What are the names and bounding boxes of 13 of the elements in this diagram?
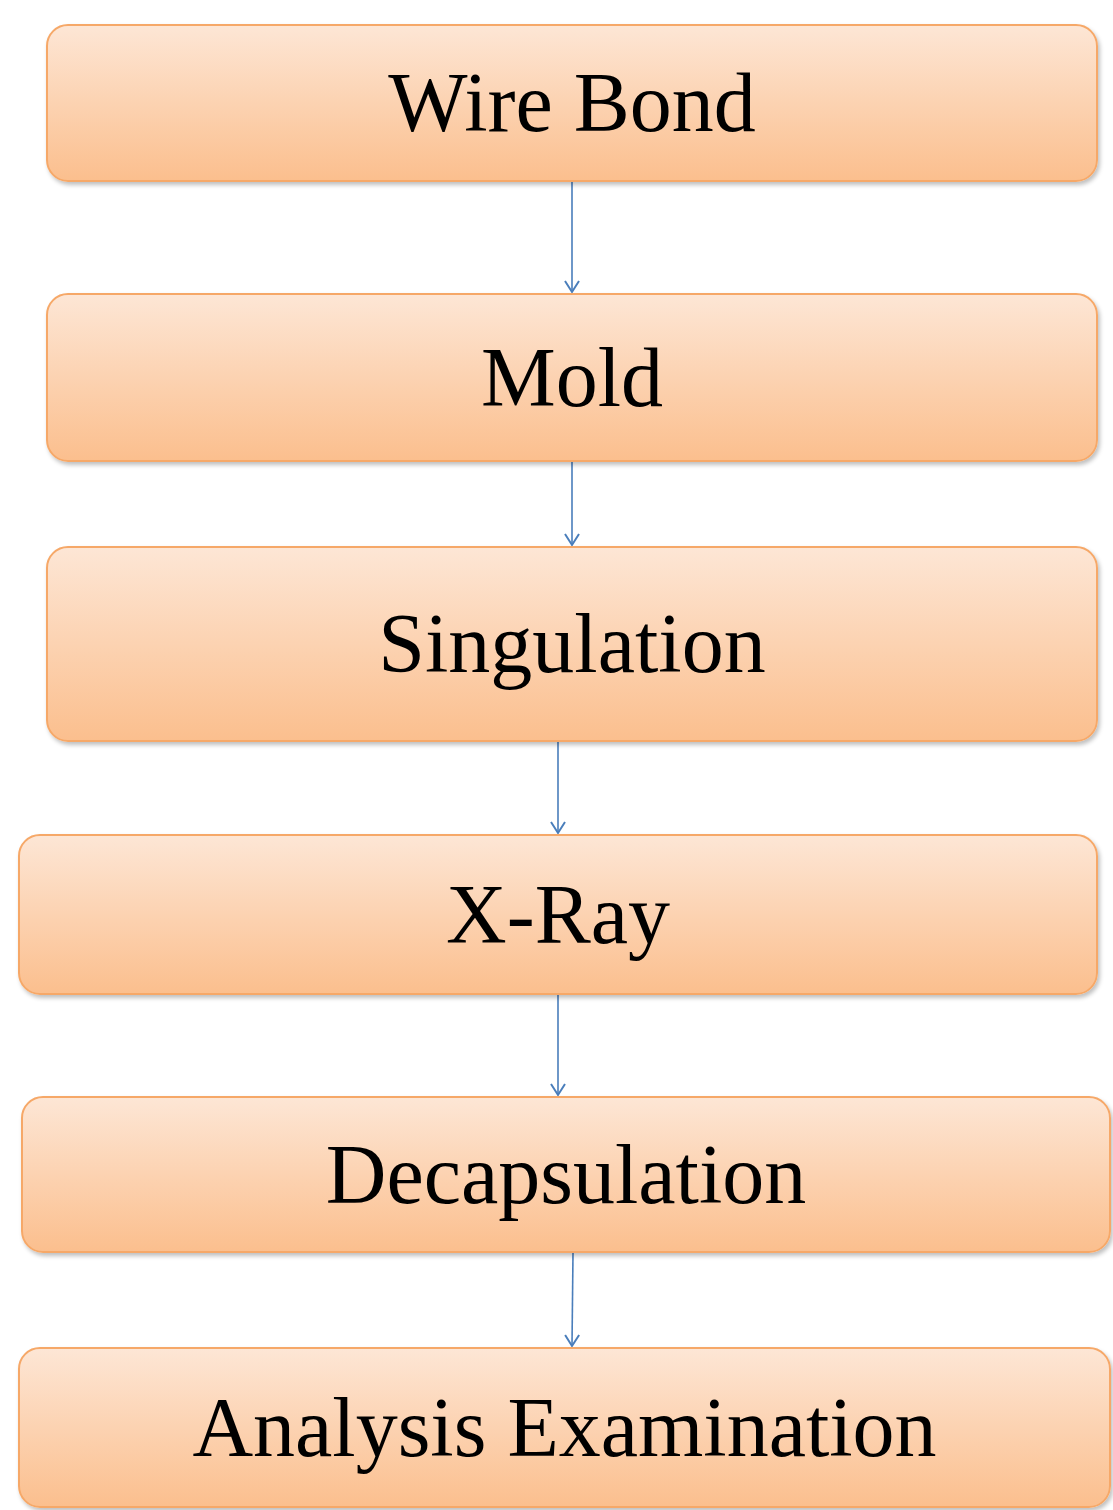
arrow	[550, 741, 566, 834]
arrow	[564, 1252, 581, 1347]
process-box	[18, 1347, 1111, 1508]
arrow	[564, 181, 580, 293]
process-box	[18, 834, 1098, 995]
process-box	[21, 1096, 1111, 1253]
arrow	[550, 994, 566, 1096]
process-box	[46, 24, 1098, 182]
process-box	[46, 293, 1098, 462]
arrow	[564, 461, 580, 546]
step-label: Wire Bond	[388, 61, 756, 145]
step-label: Mold	[481, 335, 663, 420]
process-box	[46, 546, 1098, 742]
